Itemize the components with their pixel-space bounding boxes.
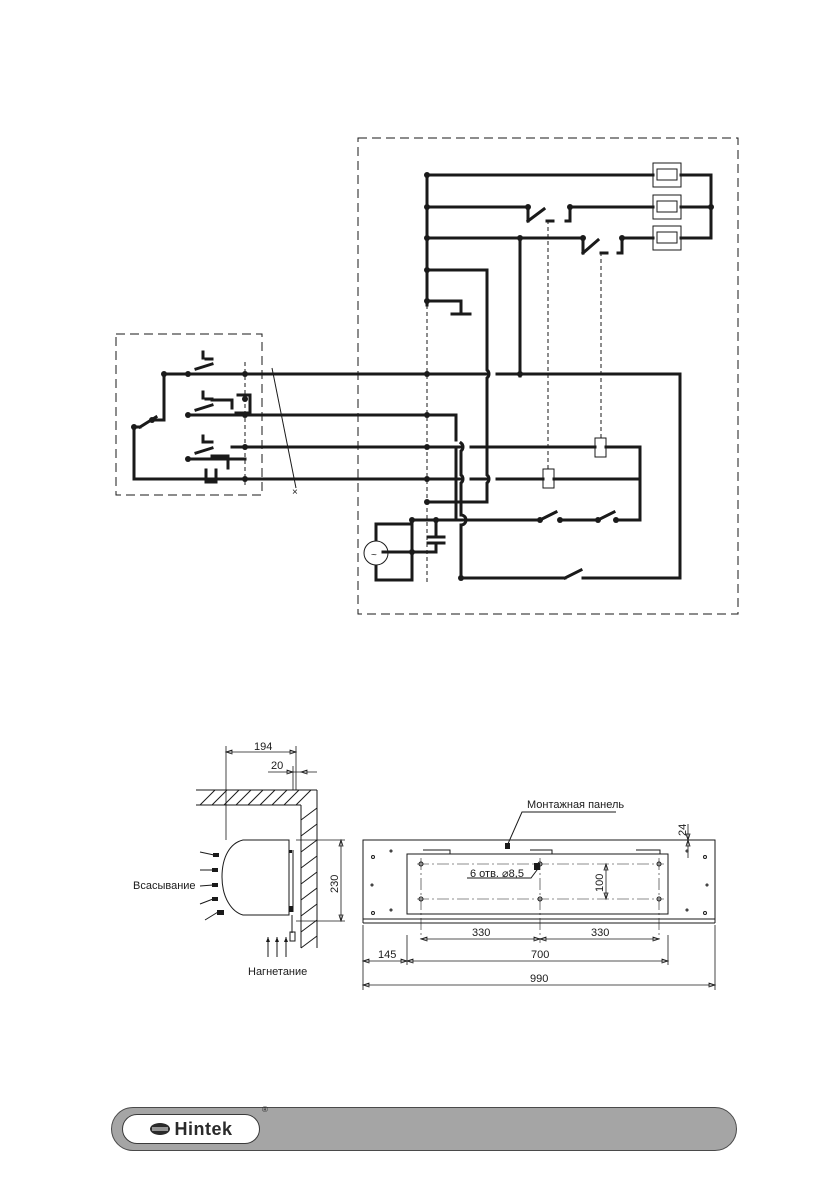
registered-mark: ® (262, 1105, 268, 1114)
mount-holes (370, 849, 709, 915)
brand-logo: Hintek ® (122, 1105, 268, 1144)
control-unit-enclosure (357, 137, 739, 615)
footer-bar: Hintek ® (111, 1105, 737, 1151)
side-view-drawing: 194 20 230 Всасывание Нагнетание (133, 741, 345, 978)
dim-overall-depth: 194 (254, 741, 272, 753)
svg-text:×: × (292, 487, 298, 498)
discharge-arrows (266, 937, 288, 957)
dim-hole-vertical: 100 (594, 874, 606, 892)
brand-mark-icon (150, 1123, 171, 1135)
label-mounting-panel: Монтажная панель (527, 799, 624, 811)
dim-edge-offset: 145 (378, 949, 396, 961)
dim-top-offset: 24 (677, 824, 689, 836)
front-view-drawing: Монтажная панель 6 отв. ⌀8,5 24 100 330 … (361, 799, 717, 990)
label-intake: Всасывание (133, 880, 196, 892)
remote-switches (132, 350, 252, 484)
dim-hole-spacing-right: 330 (591, 927, 609, 939)
dim-overall-width: 990 (530, 973, 548, 985)
dim-hole-spacing-left: 330 (472, 927, 490, 939)
junction-dots (131, 172, 714, 581)
dim-panel-width: 700 (531, 949, 549, 961)
brand-name: Hintek (174, 1118, 233, 1139)
wiring-diagram: ~ × (115, 137, 739, 615)
label-discharge: Нагнетание (248, 966, 307, 978)
dim-height: 230 (329, 875, 341, 893)
heater-elements (652, 162, 682, 251)
intake-arrows (199, 851, 224, 921)
svg-text:~: ~ (371, 550, 377, 561)
dim-offset: 20 (271, 760, 283, 772)
label-holes: 6 отв. ⌀8,5 (470, 868, 524, 880)
